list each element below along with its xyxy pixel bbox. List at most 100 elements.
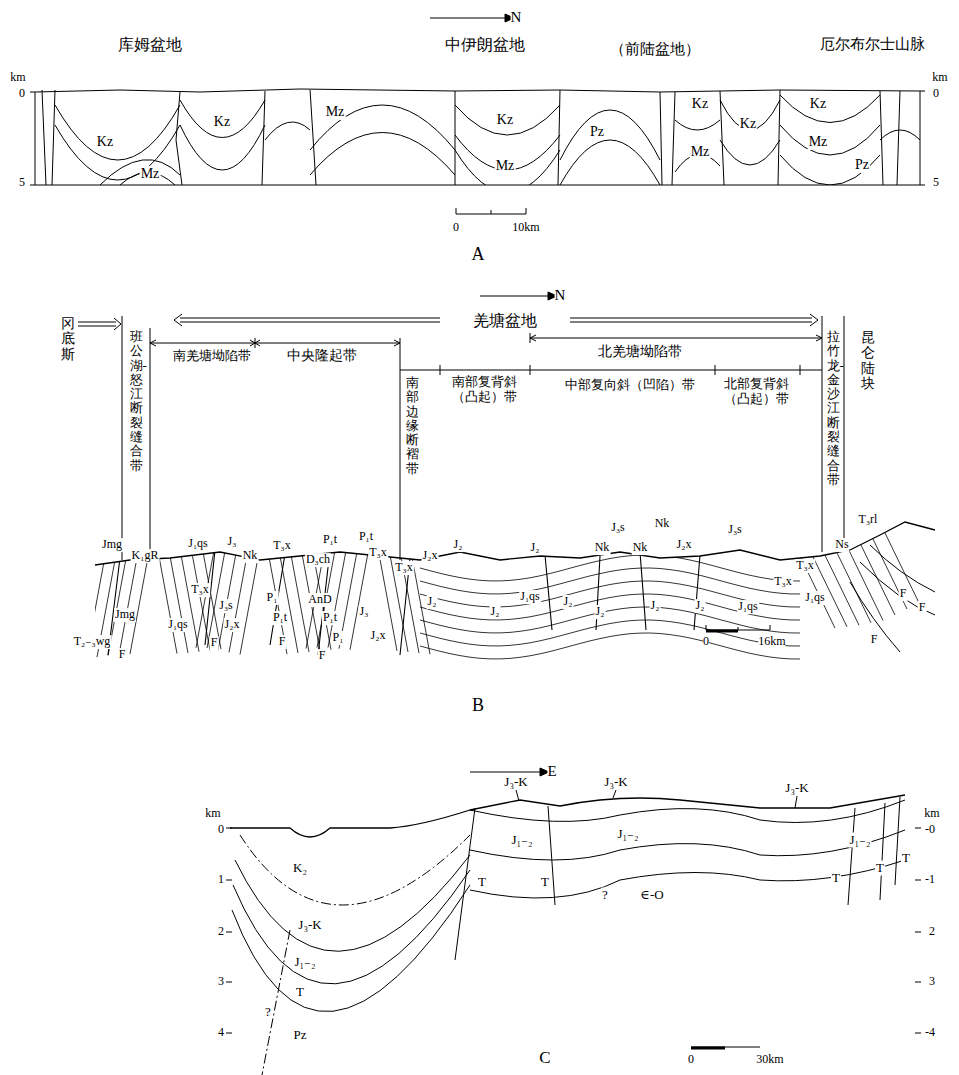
- formation-label: P₁: [266, 591, 279, 605]
- plain-label: 5: [19, 176, 25, 190]
- formation-label: P₁t: [358, 530, 374, 544]
- fault-line: [108, 550, 410, 655]
- section-line: [100, 160, 180, 185]
- formation-label: J₃: [227, 535, 238, 549]
- section-line: [480, 296, 548, 297]
- formation-label: J₃s: [727, 523, 743, 537]
- formation-label: T: [295, 985, 305, 1000]
- formation-label: K₁gR: [131, 549, 160, 563]
- section-b: [78, 292, 935, 659]
- plain-label: -0: [925, 823, 935, 837]
- strata-line: [181, 555, 199, 652]
- formation-label: T: [477, 875, 487, 890]
- strata-line: [218, 553, 236, 650]
- plain-label: 0: [933, 87, 939, 101]
- formation-label: Kz: [739, 116, 757, 132]
- formation-label: K₂: [292, 861, 308, 876]
- strata-line: [269, 557, 287, 654]
- zone-label: 南部复背斜（凸起）带: [442, 375, 526, 405]
- formation-label: T₂₋₃wg: [73, 635, 112, 649]
- section-line: [232, 885, 470, 1012]
- zone-label: 中部复向斜（凹陷）带: [555, 378, 705, 393]
- formation-label: J₁₋₂: [511, 833, 534, 848]
- section-line: [455, 797, 900, 960]
- strata-line: [350, 553, 368, 650]
- formation-label: AnD: [307, 593, 332, 607]
- section-line: [122, 316, 844, 560]
- formation-label: T₃rl: [858, 513, 879, 527]
- plain-label: 5: [933, 176, 939, 190]
- strata-line: [836, 551, 871, 623]
- section-line: [915, 828, 921, 1033]
- plain-label: 0: [19, 87, 25, 101]
- formation-label: Pz: [589, 124, 605, 140]
- section-line: [230, 795, 905, 837]
- fold-line: [420, 633, 800, 659]
- formation-label: T₃x: [190, 583, 210, 597]
- fold-line: [420, 555, 800, 581]
- formation-label: Mz: [808, 134, 829, 150]
- formation-label: J₂: [563, 595, 574, 609]
- formation-label: ?: [601, 888, 609, 903]
- zone-label: 班公湖-怒江断裂缝合带: [130, 330, 143, 473]
- plain-label: 2: [929, 925, 935, 939]
- formation-label: Ns: [834, 538, 849, 552]
- formation-label: J₂: [530, 541, 541, 555]
- formation-label: J₃-K: [603, 775, 628, 790]
- strata-line: [196, 551, 214, 648]
- formation-label: J₃-K: [503, 775, 528, 790]
- plain-label: km: [10, 71, 25, 85]
- plain-label: E: [547, 763, 556, 780]
- formation-label: T: [901, 851, 911, 866]
- formation-label: Pz: [854, 157, 870, 173]
- formation-label: J₁₋₂: [849, 833, 872, 848]
- formation-label: J₂x: [676, 538, 693, 552]
- section-line: [78, 318, 121, 330]
- formation-label: F: [870, 633, 879, 647]
- section-line: [262, 930, 290, 1075]
- section-line: [470, 830, 905, 860]
- section-line: [180, 100, 265, 170]
- section-line: [174, 314, 440, 326]
- formation-label: T₃x: [368, 546, 388, 560]
- formation-label: Kz: [809, 96, 827, 112]
- section-a: [30, 14, 925, 214]
- section-line: [470, 860, 905, 898]
- plain-label: 厄尔布尔士山脉: [820, 36, 925, 53]
- plain-label: 3: [929, 975, 935, 989]
- formation-label: J₃-K: [297, 918, 322, 933]
- plain-label: km: [205, 807, 220, 821]
- plain-label: 中央隆起带: [287, 348, 357, 364]
- plain-label: -4: [925, 1026, 935, 1040]
- section-line: [470, 772, 540, 773]
- plain-label: B: [472, 695, 484, 716]
- section-line: [675, 120, 720, 172]
- formation-label: J₃: [359, 605, 370, 619]
- plain-label: 2: [218, 925, 224, 939]
- section-line: [35, 185, 920, 186]
- formation-label: J₂: [453, 538, 464, 552]
- strata-line: [130, 557, 148, 654]
- formation-label: Pz: [293, 1028, 308, 1043]
- plain-label: 0: [218, 823, 224, 837]
- plain-label: 0: [703, 635, 709, 649]
- plain-label: 中伊朗盆地: [445, 36, 525, 54]
- plain-label: km: [932, 71, 947, 85]
- section-line: [560, 110, 660, 185]
- formation-label: T₃x: [773, 575, 793, 589]
- section-line: [240, 835, 470, 905]
- formation-label: ?: [264, 1005, 272, 1020]
- formation-label: T₃x: [272, 539, 292, 553]
- formation-label: J₃-K: [784, 781, 809, 796]
- plain-label: 16km: [758, 635, 785, 649]
- plain-label: km: [924, 807, 939, 821]
- formation-label: F: [210, 636, 219, 650]
- section-line: [35, 89, 920, 92]
- formation-label: F: [318, 649, 327, 663]
- plain-label: -1: [925, 873, 935, 887]
- formation-label: J₁qs: [187, 537, 209, 551]
- fold-line: [420, 594, 800, 620]
- formation-label: J₁₋₂: [617, 827, 640, 842]
